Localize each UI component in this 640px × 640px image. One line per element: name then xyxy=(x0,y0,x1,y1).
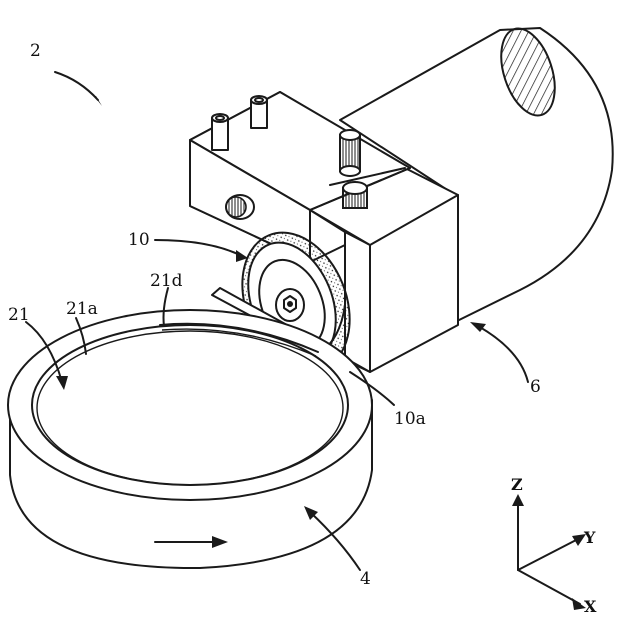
adjust-knob-front xyxy=(343,182,367,208)
label-table: 21 xyxy=(8,305,30,325)
label-device: 2 xyxy=(30,41,41,61)
coordinate-axes: Z Y X xyxy=(511,475,597,616)
label-surface: 21a xyxy=(66,299,98,319)
label-table-base: 4 xyxy=(360,569,371,589)
adjust-knob-top xyxy=(340,130,360,176)
axis-label-z: Z xyxy=(511,475,523,494)
label-blade: 10 xyxy=(128,230,150,250)
label-spindle: 6 xyxy=(530,377,541,397)
rotary-table xyxy=(8,310,372,568)
axis-label-y: Y xyxy=(583,528,596,547)
top-pin-right xyxy=(251,96,267,128)
side-knob xyxy=(226,195,254,219)
label-groove: 21d xyxy=(150,271,183,291)
z-arrowhead xyxy=(512,494,524,506)
label-blade-edge: 10a xyxy=(394,409,426,429)
axis-label-x: X xyxy=(584,597,597,616)
top-pin-left xyxy=(212,114,228,150)
